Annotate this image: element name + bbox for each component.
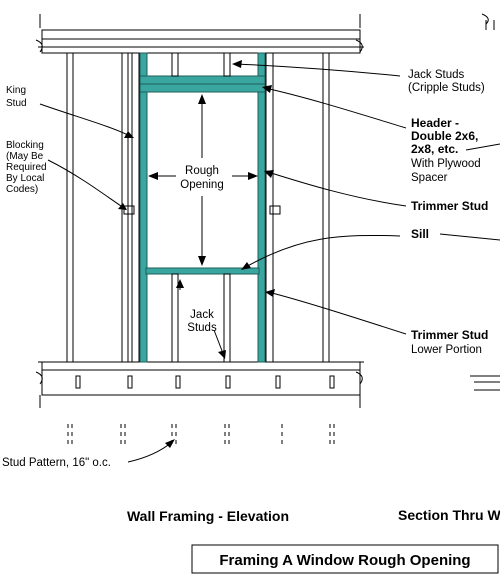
top-plates (35, 14, 364, 54)
king-stud-label-1: King (6, 85, 26, 96)
stud-pattern-label: Stud Pattern, 16" o.c. (2, 457, 111, 469)
title-box (191, 544, 499, 574)
jack-studs-label-1: Jack Studs (408, 69, 464, 81)
leader-lines (39, 60, 407, 463)
blocking-label-4: By Local (6, 173, 44, 184)
trimmer-stud-right (257, 52, 266, 363)
sill-label: Sill (411, 227, 429, 241)
header-label-3: 2x8, etc. (411, 142, 458, 156)
header-label-2: Double 2x6, (411, 129, 478, 143)
stud-pattern-marks (67, 424, 335, 444)
jack-studs-bottom-label-1: Jack (190, 309, 214, 321)
trimmer-lower-label-2: Lower Portion (411, 344, 482, 356)
header-label-5: Spacer (411, 172, 448, 184)
trimmer-stud-label: Trimmer Stud (411, 199, 488, 213)
header-label-4: With Plywood (411, 158, 481, 170)
caption-elevation: Wall Framing - Elevation (127, 508, 289, 524)
king-stud-label-2: Stud (6, 98, 27, 109)
blocking-label-3: Required (6, 162, 47, 173)
rough-opening-label-2: Opening (180, 179, 223, 191)
jack-studs-bottom-label-2: Studs (187, 322, 217, 334)
trimmer-lower-label-1: Trimmer Stud (411, 328, 488, 342)
diagram-title: Framing A Window Rough Opening (219, 552, 470, 569)
blocking-label-2: (May Be (6, 151, 44, 162)
blocking-label-5: Codes) (6, 184, 38, 195)
header-label-1: Header - (411, 116, 459, 130)
cripple-studs (171, 52, 231, 363)
rough-opening-label: Rough (185, 165, 219, 177)
joist-markers (75, 375, 335, 389)
section-view (439, 13, 500, 391)
common-studs (66, 52, 330, 363)
bottom-plates (35, 361, 364, 408)
opening-framing (139, 52, 266, 363)
trimmer-stud-left (139, 52, 148, 363)
king-studs (131, 52, 274, 363)
rough-opening-arrows (148, 94, 258, 266)
blocking-label-1: Blocking (6, 140, 44, 151)
caption-section: Section Thru W (398, 507, 500, 523)
sill (145, 267, 260, 275)
jack-studs-label-2: (Cripple Studs) (408, 82, 485, 94)
